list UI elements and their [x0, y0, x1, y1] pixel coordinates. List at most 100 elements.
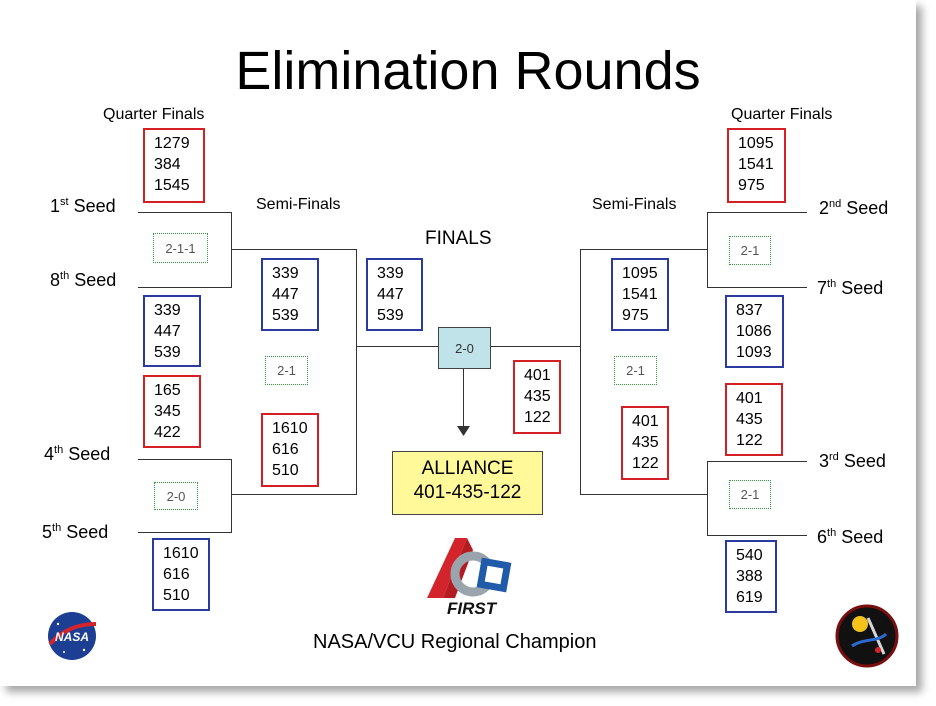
alliance-box-sf-left-top: 339 447 539 [261, 258, 319, 331]
quarter-finals-left-label: Quarter Finals [103, 106, 205, 123]
team-number: 1541 [738, 156, 774, 173]
score-qf-right-bottom: 2-1 [729, 480, 771, 509]
score-qf-left-bottom: 2-0 [154, 482, 198, 510]
bracket-line [707, 535, 807, 536]
alliance-box-qf-right-2: 1095 1541 975 [727, 128, 786, 203]
team-number: 122 [524, 409, 551, 426]
bracket-line [356, 249, 357, 495]
team-number: 1610 [163, 545, 199, 562]
bracket-line [231, 459, 232, 533]
bracket-line [580, 494, 708, 495]
seed-label-1: 1st Seed [50, 196, 116, 216]
score-qf-left-top: 2-1-1 [153, 233, 208, 263]
team-number: 510 [163, 587, 190, 604]
alliance-box-final-right: 401 435 122 [513, 360, 561, 434]
bracket-line [231, 249, 357, 250]
alliance-box-qf-right-3: 401 435 122 [725, 383, 783, 456]
alliance-box-sf-right-top: 1095 1541 975 [611, 258, 669, 331]
finals-label: FINALS [425, 228, 492, 249]
team-number: 1545 [154, 177, 190, 194]
team-number: 339 [377, 265, 404, 282]
first-logo-icon: FIRST [427, 538, 512, 618]
team-number: 435 [736, 411, 763, 428]
alliance-box-sf-left-bottom: 1610 616 510 [261, 413, 319, 487]
bracket-line [138, 212, 231, 213]
bracket-line [707, 212, 807, 213]
score-qf-right-top: 2-1 [729, 236, 771, 265]
team-number: 1095 [738, 135, 774, 152]
seed-label-3: 3rd Seed [819, 451, 886, 471]
team-number: 1095 [622, 265, 658, 282]
team-number: 401 [632, 413, 659, 430]
bracket-line [707, 212, 708, 288]
team-number: 165 [154, 382, 181, 399]
team-number: 401 [524, 367, 551, 384]
bracket-line [707, 287, 807, 288]
alliance-box-sf-right-bottom: 401 435 122 [621, 406, 669, 480]
team-number: 447 [272, 286, 299, 303]
seed-label-6: 6th Seed [817, 527, 884, 547]
bracket-line [138, 532, 231, 533]
team-number: 401 [736, 390, 763, 407]
team-number: 975 [622, 307, 649, 324]
team-number: 616 [272, 441, 299, 458]
team-number: 540 [736, 547, 763, 564]
mission-patch-icon [835, 604, 899, 668]
bracket-line [231, 494, 357, 495]
seed-label-4: 4th Seed [44, 444, 111, 464]
team-number: 422 [154, 424, 181, 441]
team-number: 510 [272, 462, 299, 479]
team-number: 975 [738, 177, 765, 194]
team-number: 447 [154, 323, 181, 340]
seed-label-8: 8th Seed [50, 270, 117, 290]
bracket-line [463, 369, 464, 429]
nasa-logo-text: NASA [55, 630, 89, 644]
team-number: 435 [524, 388, 551, 405]
team-number: 384 [154, 156, 181, 173]
champion-line-1: ALLIANCE [421, 458, 514, 479]
seed-label-2: 2nd Seed [819, 198, 889, 218]
slide: Elimination Rounds Quarter Finals Quarte… [42, 41, 899, 668]
team-number: 1610 [272, 420, 308, 437]
semi-finals-left-label: Semi-Finals [256, 196, 341, 213]
first-logo-text: FIRST [447, 599, 498, 618]
bracket-line [138, 287, 231, 288]
team-number: 539 [154, 344, 181, 361]
team-number: 619 [736, 589, 763, 606]
bracket-line [707, 461, 708, 536]
champion-alliance-box: ALLIANCE 401-435-122 [392, 451, 543, 515]
team-number: 539 [377, 307, 404, 324]
seed-label-5: 5th Seed [42, 522, 109, 542]
team-number: 447 [377, 286, 404, 303]
team-number: 837 [736, 302, 763, 319]
alliance-box-qf-right-6: 540 388 619 [725, 540, 777, 613]
bracket-line [707, 461, 807, 462]
score-sf-right: 2-1 [614, 356, 657, 385]
bracket-line [580, 249, 581, 495]
footer-caption: NASA/VCU Regional Champion [313, 631, 597, 653]
alliance-box-qf-right-7: 837 1086 1093 [725, 295, 784, 368]
team-number: 1279 [154, 135, 190, 152]
team-number: 1541 [622, 286, 658, 303]
alliance-box-qf-left-1: 1279 384 1545 [143, 128, 205, 203]
team-number: 539 [272, 307, 299, 324]
team-number: 388 [736, 568, 763, 585]
bracket-line [138, 459, 231, 460]
team-number: 1086 [736, 323, 772, 340]
team-number: 122 [736, 432, 763, 449]
champion-line-2: 401-435-122 [413, 482, 522, 503]
bracket-line [356, 346, 438, 347]
alliance-box-final-left: 339 447 539 [366, 258, 423, 331]
bracket-line [231, 212, 232, 288]
team-number: 435 [632, 434, 659, 451]
team-number: 122 [632, 455, 659, 472]
score-finals: 2-0 [438, 327, 491, 369]
bracket-line [580, 249, 708, 250]
team-number: 339 [272, 265, 299, 282]
semi-finals-right-label: Semi-Finals [592, 196, 677, 213]
team-number: 1093 [736, 344, 772, 361]
page-title: Elimination Rounds [235, 41, 701, 101]
quarter-finals-right-label: Quarter Finals [731, 106, 833, 123]
bracket-line [491, 346, 581, 347]
alliance-box-qf-left-4: 165 345 422 [143, 375, 201, 448]
